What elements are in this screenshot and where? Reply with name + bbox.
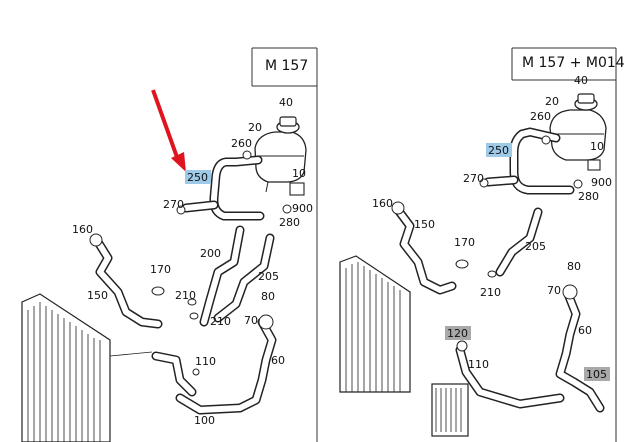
hose-250-left	[181, 155, 265, 221]
label-40-right: 40	[574, 74, 588, 87]
hose-150-right	[393, 205, 457, 295]
label-40-left: 40	[279, 96, 293, 109]
label-150-right: 150	[414, 218, 435, 231]
label-210-right: 210	[480, 286, 501, 299]
hose-110-right	[455, 345, 565, 409]
label-210a-left: 210	[175, 289, 196, 302]
label-70-left: 70	[244, 314, 258, 327]
clamp-160-right	[391, 201, 405, 215]
panel-left-title: M 157	[265, 58, 308, 74]
hose-60-left	[175, 317, 277, 415]
label-260-right: 260	[530, 110, 551, 123]
expansion-tank-left	[254, 116, 307, 196]
label-100-left: 100	[194, 414, 215, 427]
ring-900-left	[282, 204, 292, 214]
hose-100-left	[151, 351, 197, 397]
label-270-left: 270	[163, 198, 184, 211]
red-arrow	[151, 89, 186, 172]
label-205-left: 205	[258, 270, 279, 283]
label-210b-left: 210	[210, 315, 231, 328]
hose-205-right	[495, 207, 543, 277]
radiator-left	[21, 293, 111, 442]
pump-80-right	[562, 284, 578, 300]
label-110-right: 110	[468, 358, 489, 371]
ring-260-left	[242, 150, 252, 160]
part-170-right	[455, 259, 469, 269]
label-160-left: 160	[72, 223, 93, 236]
label-10-left: 10	[292, 167, 306, 180]
part-210-left	[187, 298, 197, 306]
label-60-right: 60	[578, 324, 592, 337]
label-900-right: 900	[591, 176, 612, 189]
highlight-250-right	[486, 143, 512, 157]
clip-110-left	[192, 368, 200, 376]
label-260-left: 260	[231, 137, 252, 150]
label-250-left: 250	[187, 171, 208, 184]
radiator-right	[339, 255, 411, 393]
panel-right-title: M 157 + M014	[522, 55, 625, 71]
ring-900-right	[573, 179, 583, 189]
panel-left-frame	[251, 47, 318, 442]
heater-core-right	[431, 383, 469, 437]
label-120-right: 120	[447, 327, 468, 340]
pump-80-left	[258, 314, 274, 330]
label-170-left: 170	[150, 263, 171, 276]
part-210b-left	[189, 312, 199, 320]
label-10-right: 10	[590, 140, 604, 153]
hose-60-right	[555, 289, 605, 413]
hose-205-left	[213, 233, 275, 323]
hose-250-right	[483, 127, 575, 195]
part-210-right	[487, 270, 497, 278]
label-280-left: 280	[279, 216, 300, 229]
hose-150-left	[93, 237, 163, 329]
valve-120-right	[456, 340, 468, 352]
hose-200-left	[199, 225, 245, 327]
label-150-left: 150	[87, 289, 108, 302]
clip-270-left	[176, 205, 186, 215]
label-80-right: 80	[567, 260, 581, 273]
label-70-right: 70	[547, 284, 561, 297]
panel-right-frame	[511, 47, 617, 442]
ring-260-right	[541, 135, 551, 145]
label-20-left: 20	[248, 121, 262, 134]
label-20-right: 20	[545, 95, 559, 108]
highlight-105-right	[584, 367, 610, 381]
highlight-120-right	[445, 326, 471, 340]
label-250-right: 250	[488, 144, 509, 157]
label-110-left: 110	[195, 355, 216, 368]
label-900-left: 900	[292, 202, 313, 215]
label-80-left: 80	[261, 290, 275, 303]
label-280-right: 280	[578, 190, 599, 203]
clip-270-right	[479, 178, 489, 188]
label-170-right: 170	[454, 236, 475, 249]
clamp-160-left	[89, 233, 103, 247]
label-270-right: 270	[463, 172, 484, 185]
label-200-left: 200	[200, 247, 221, 260]
label-205-right: 205	[525, 240, 546, 253]
label-105-right: 105	[586, 368, 607, 381]
label-160-right: 160	[372, 197, 393, 210]
label-60-left: 60	[271, 354, 285, 367]
expansion-tank-right	[549, 93, 607, 171]
part-170-left	[151, 286, 165, 296]
highlight-250-left	[185, 170, 211, 184]
